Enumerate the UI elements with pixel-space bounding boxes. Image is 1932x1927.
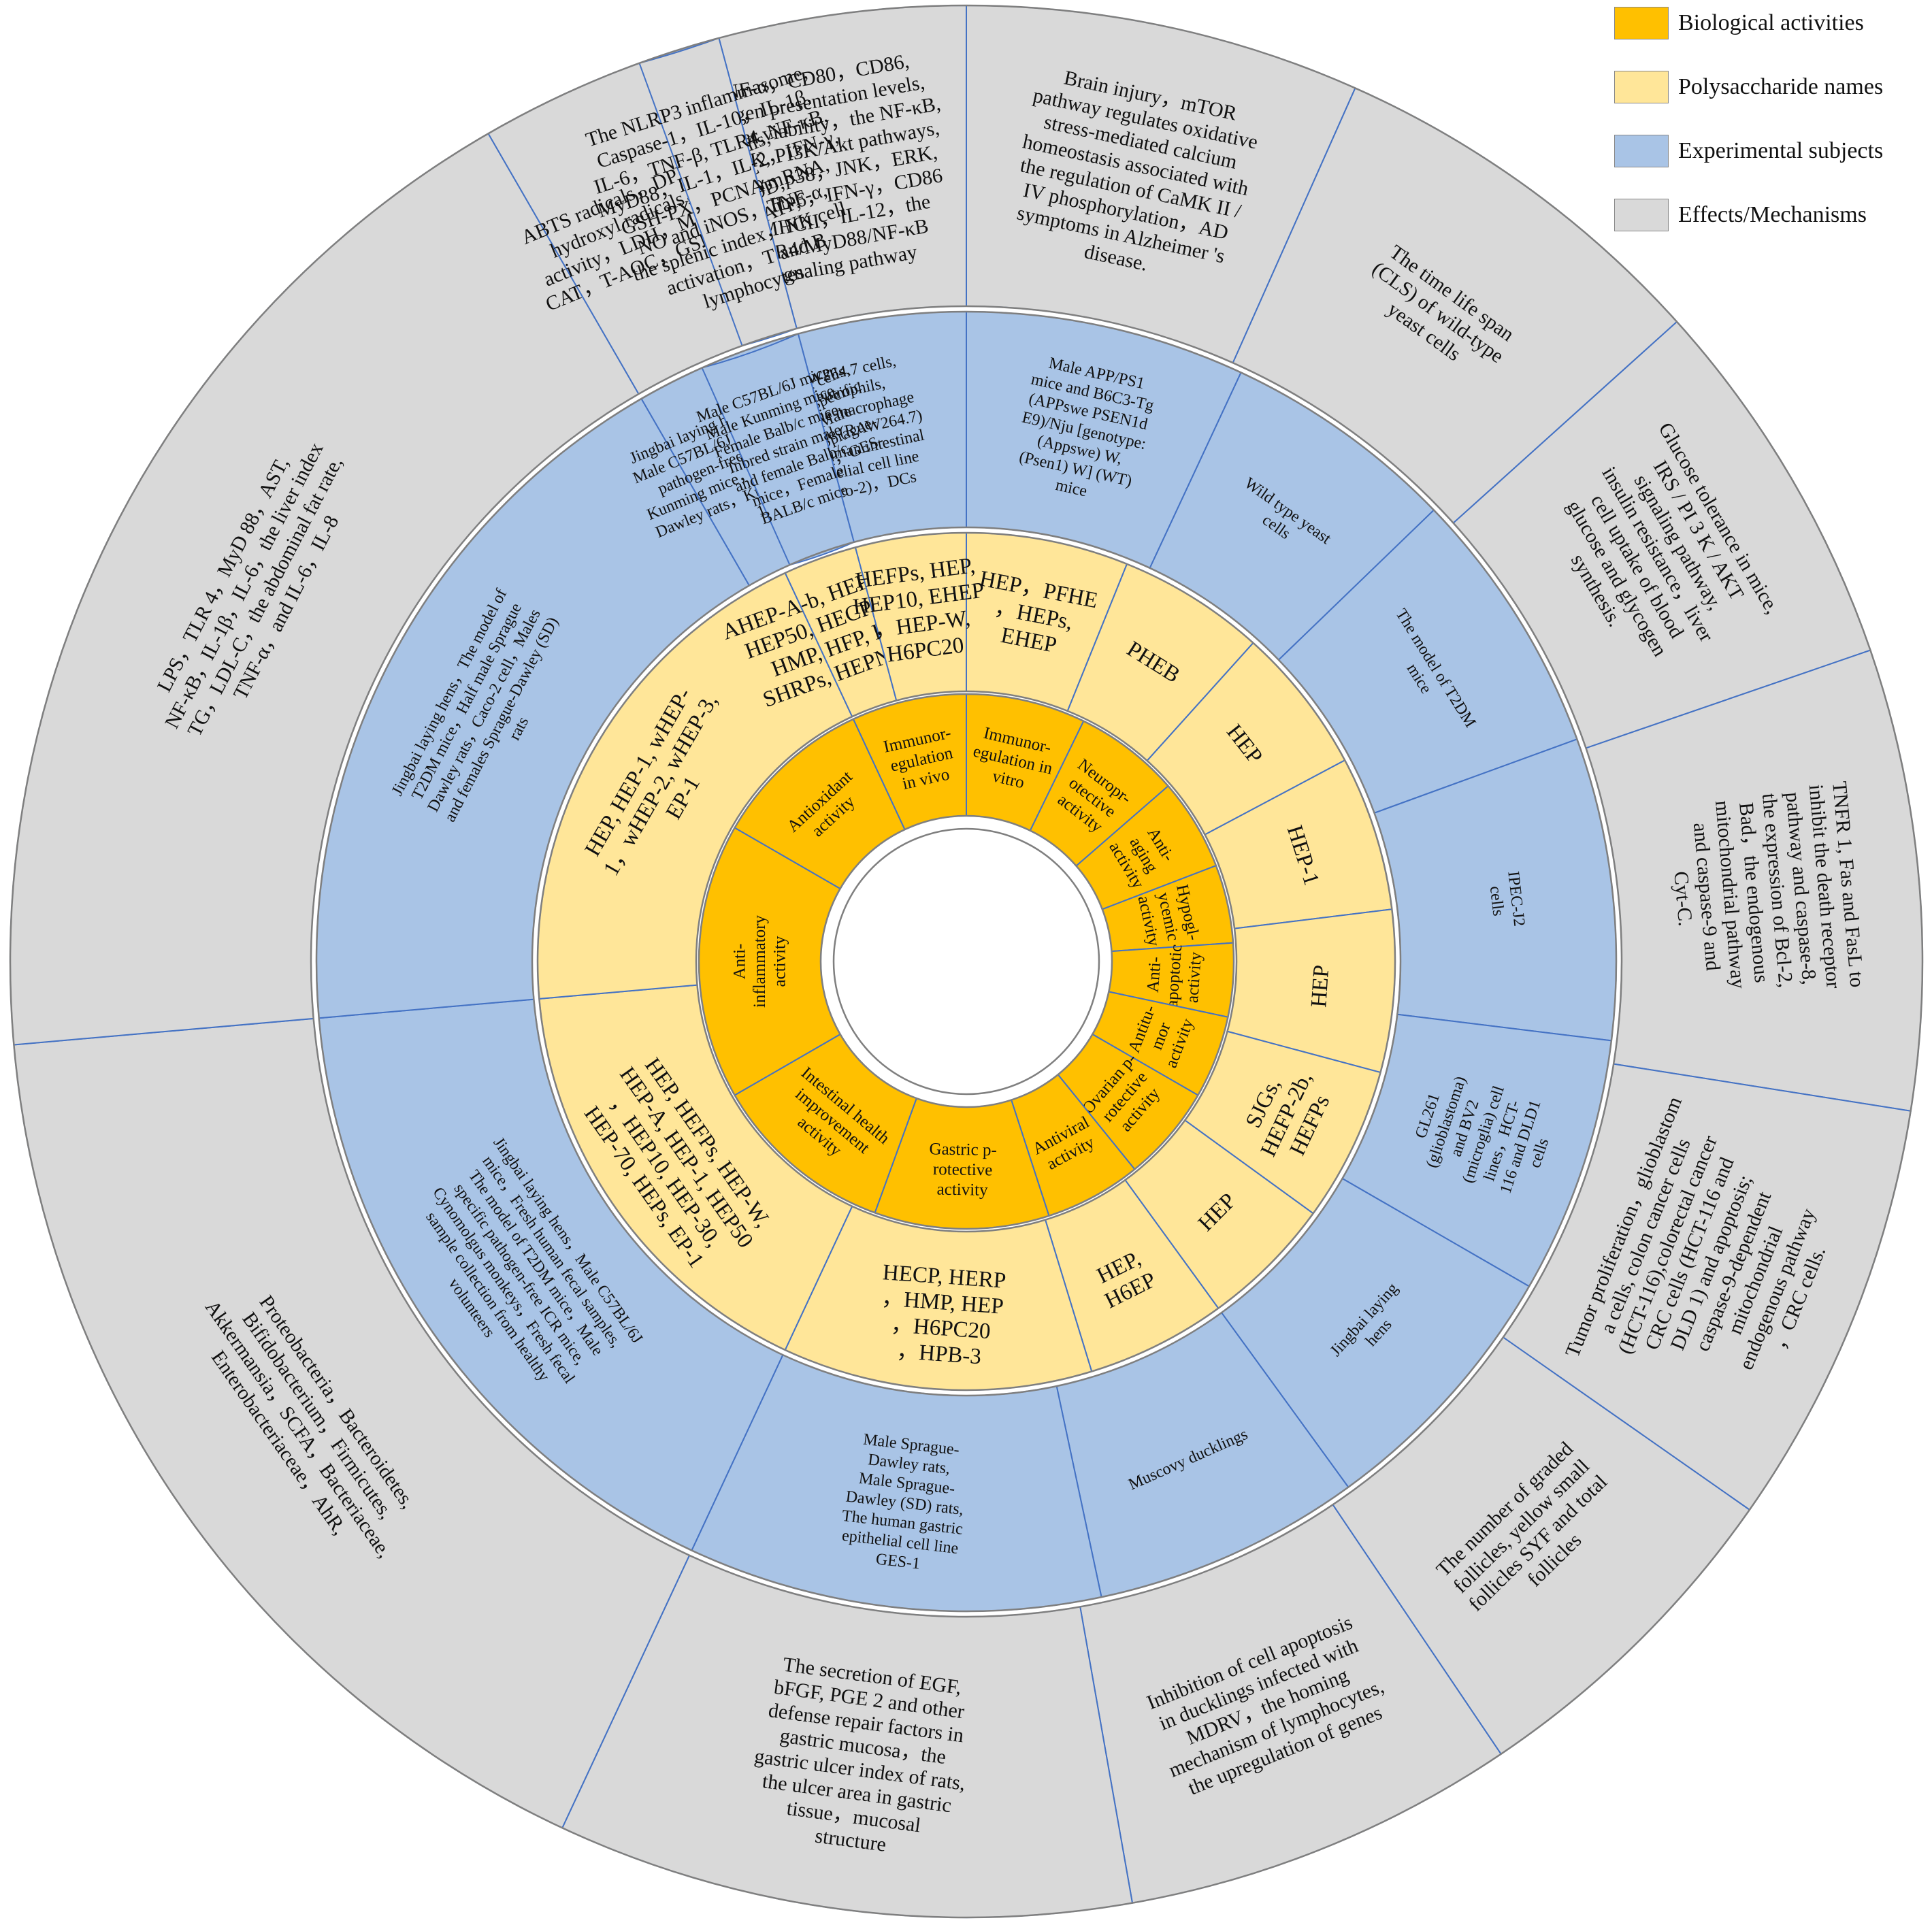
legend-label: Polysaccharide names [1678,74,1884,99]
ring-outline [819,814,1113,1108]
ring-outline [531,526,1402,1397]
segment-label: Gastric p-rotectiveactivity [928,1140,997,1200]
segment-label: The NLRP3 inflammasome,Caspase-1，IL-10，I… [574,58,877,335]
legend-item: Polysaccharide names [1614,71,1927,103]
ring-outline [9,4,1924,1919]
legend-label: Effects/Mechanisms [1678,202,1867,227]
ring-outline [536,531,1396,1391]
segment-label: TNFR 1, Fas and FasL toinhibit the death… [1663,780,1868,1003]
center-hole [832,827,1100,1096]
segment-label: Male APP/PS1mice and B6C3-Tg(APPswe PSEN… [1008,351,1161,510]
ring-segment [701,333,855,566]
legend-swatch [1614,199,1669,231]
legend-swatch [1614,71,1669,103]
segment-label: Anti-apoptoticactivity [1143,942,1205,1010]
segment-label: HEP [1307,964,1334,1008]
segment-label: HEFPs, HEP,HEP10, EHEP，HEP-W,H6PC20 [848,553,992,671]
legend-swatch [1614,7,1669,39]
legend-label: Biological activities [1678,10,1864,35]
ring-outline [695,690,1238,1233]
segment-label: HECP, HERP，HMP, HEP，H6PC20，HPB-3 [877,1260,1007,1370]
legend-label: Experimental subjects [1678,138,1884,163]
ring-effects-mechanisms: TNF-α，CD80，CD86,antigen presentation lev… [10,4,1923,1918]
legend-item: Biological activities [1614,7,1927,39]
ring-outline [310,305,1623,1618]
legend-item: Experimental subjects [1614,135,1927,167]
legend-item: Effects/Mechanisms [1614,199,1927,231]
segment-label: Brain injury，mTORpathway regulates oxida… [1001,61,1265,293]
ring-outline [698,693,1235,1230]
legend: Biological activities Polysaccharide nam… [1614,7,1927,263]
legend-swatch [1614,135,1669,167]
ring-outline [315,310,1618,1613]
